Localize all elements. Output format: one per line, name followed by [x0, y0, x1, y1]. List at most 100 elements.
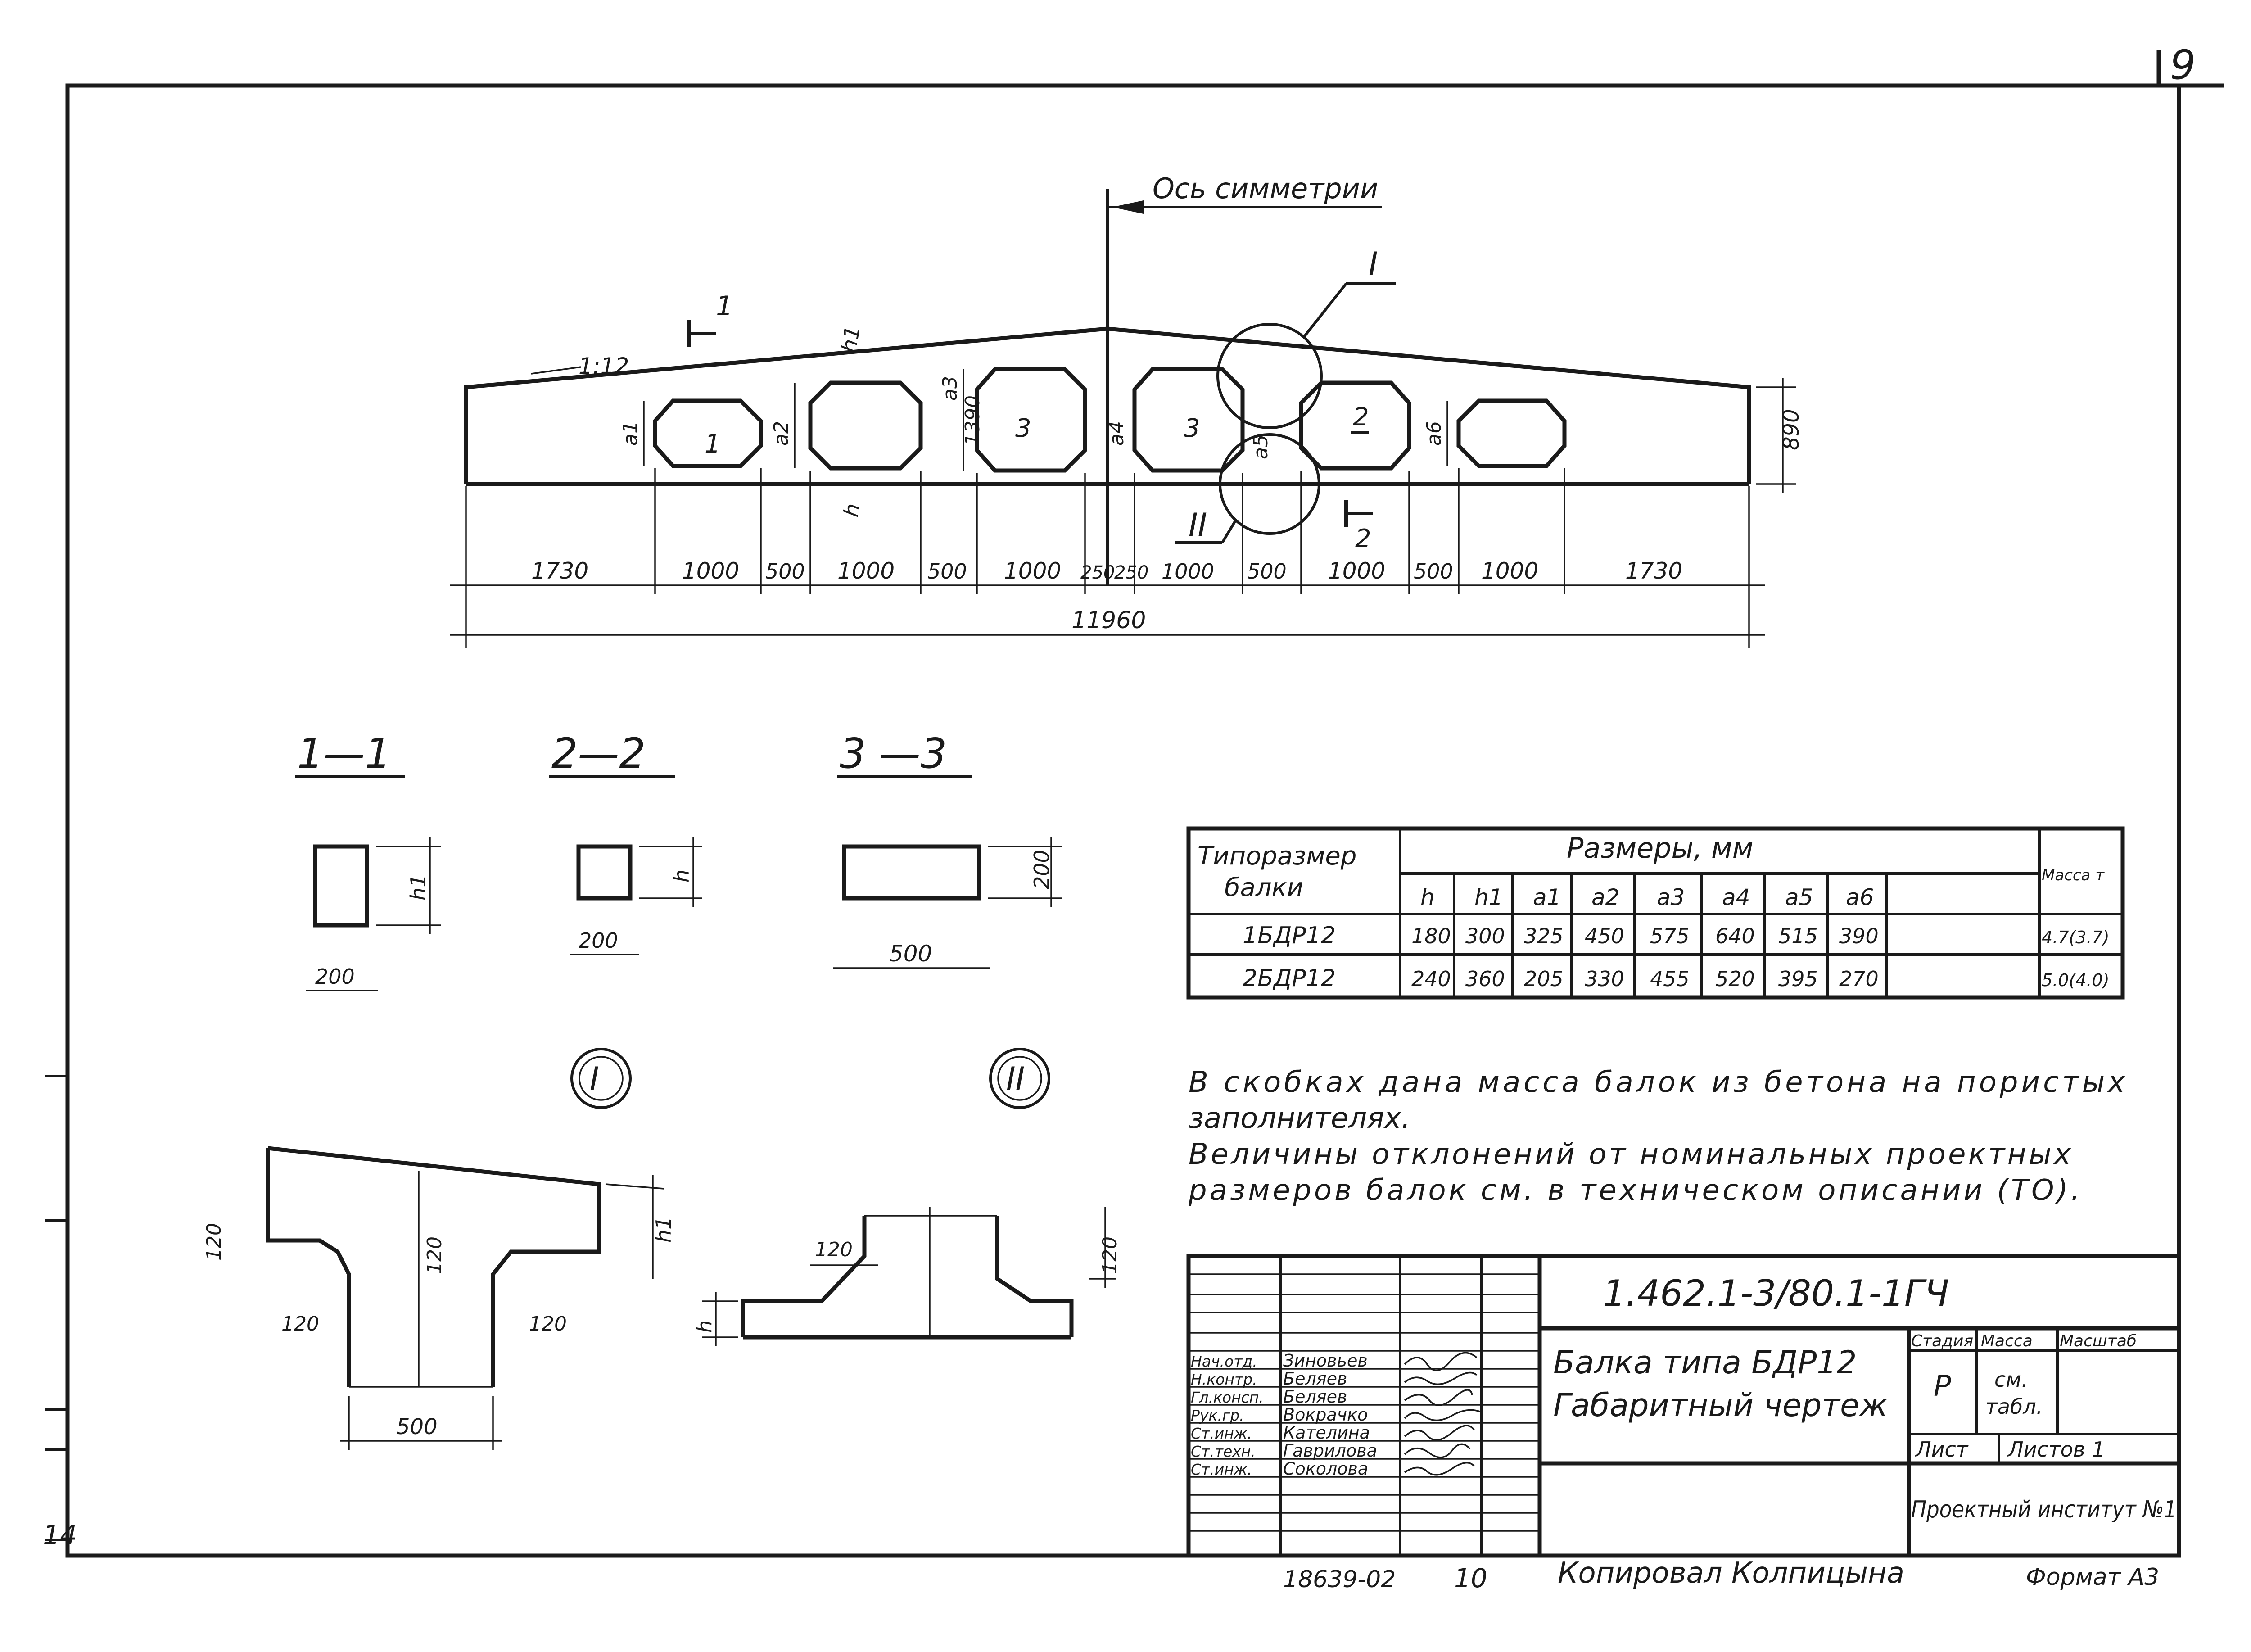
- dim-500-d: 500: [1414, 559, 1453, 584]
- detail-I: [266, 1048, 664, 1450]
- detail-I-dim-4: 120: [529, 1313, 567, 1335]
- sheet-frame: [45, 50, 2224, 1558]
- dim-1000-b: 1000: [837, 558, 895, 584]
- table-col-h1: h1: [1474, 884, 1503, 910]
- person-2-role: Н.контр.: [1191, 1371, 1257, 1388]
- footer-number: 10: [1454, 1563, 1487, 1593]
- note-line-2: заполнителях.: [1189, 1102, 1410, 1135]
- table-col-a2: a2: [1591, 884, 1619, 910]
- table-col-a6: a6: [1846, 884, 1874, 910]
- detail-I-label: I: [590, 1060, 599, 1097]
- table-col-a1: a1: [1533, 884, 1561, 910]
- table-col-h: h: [1420, 884, 1435, 910]
- table-row-1-a4: 640: [1715, 924, 1755, 948]
- dim-a2: a2: [770, 421, 793, 446]
- organization: Проектный институт №1: [1911, 1496, 2177, 1523]
- notes: В скобках дана масса балок из бетона на …: [1188, 1066, 2125, 1207]
- dim-1000-d: 1000: [1162, 559, 1214, 584]
- dim-1000-c: 1000: [1004, 558, 1061, 584]
- table-row-1-name: 1БДР12: [1243, 922, 1336, 949]
- table-row-2-a3: 455: [1650, 967, 1690, 991]
- drawing-name-line-2: Габаритный чертеж: [1553, 1387, 1888, 1424]
- dim-500-b: 500: [927, 559, 967, 584]
- mass-value-1: см.: [1994, 1367, 2028, 1392]
- table-row-1-a1: 325: [1524, 924, 1564, 948]
- table-type-header-2: балки: [1225, 873, 1303, 902]
- person-1-name: Зиновьев: [1283, 1351, 1368, 1371]
- table-row-1-h1: 300: [1465, 924, 1505, 948]
- section-3-3-title: 3 —3: [840, 729, 947, 778]
- sheets-label: Листов 1: [2007, 1437, 2105, 1462]
- hole-2: [808, 380, 923, 471]
- detail-II-dim-2: 120: [1098, 1236, 1121, 1274]
- detail-II: [702, 1048, 1116, 1346]
- stage-label: Стадия: [1911, 1332, 1973, 1350]
- dim-1000-e: 1000: [1328, 558, 1385, 584]
- table-row-2-a6: 270: [1839, 967, 1879, 991]
- section-mark-2-top: 2: [1353, 403, 1369, 432]
- detail-I-circle: [1216, 323, 1323, 429]
- footer-format: Формат А3: [2026, 1564, 2159, 1591]
- detail-II-label: II: [1006, 1060, 1025, 1097]
- stage-value: Р: [1934, 1370, 1951, 1403]
- table-row-2-mass: 5.0(4.0): [2042, 970, 2110, 990]
- detail-I-dim-2: 120: [423, 1236, 446, 1274]
- detail-II-circle: [1219, 433, 1320, 535]
- section-2-2: [549, 775, 702, 955]
- signature-1: [1404, 1352, 1478, 1371]
- table-row-2-a4: 520: [1715, 967, 1755, 991]
- dim-total-length: 11960: [1071, 607, 1146, 634]
- footer-copied: Копировал Колпицына: [1558, 1557, 1904, 1590]
- detail-II-callout: II: [1189, 507, 1207, 543]
- dim-500-c: 500: [1247, 559, 1287, 584]
- section-mark-2-bottom: 2: [1355, 524, 1371, 553]
- drawing-name-line-1: Балка типа БДР12: [1553, 1344, 1857, 1381]
- scale-label: Масштаб: [2060, 1332, 2137, 1350]
- table-row-1-mass: 4.7(3.7): [2042, 928, 2110, 947]
- signature-2: [1404, 1371, 1478, 1385]
- person-4-role: Рук.гр.: [1191, 1407, 1244, 1424]
- table-row-1-h: 180: [1411, 924, 1451, 948]
- dim-1000-f: 1000: [1481, 558, 1538, 584]
- dim-a3: a3: [939, 376, 962, 401]
- section-1-1: [295, 775, 441, 991]
- section-mark-1-inner: 1: [705, 430, 721, 459]
- footer-inventory: 18639-02: [1283, 1566, 1396, 1593]
- section-mark-3-left: 3: [1015, 414, 1031, 443]
- footer: 18639-02 10 Копировал Колпицына Формат А…: [1283, 1557, 2159, 1593]
- person-6-name: Гаврилова: [1283, 1441, 1377, 1461]
- signature-3: [1404, 1389, 1473, 1406]
- table-col-a5: a5: [1785, 884, 1813, 910]
- person-5-role: Ст.инж.: [1191, 1425, 1252, 1442]
- detail-I-callout: I: [1369, 245, 1378, 282]
- table-mass-header: Масса т: [2042, 866, 2105, 884]
- section-1-1-height: h1: [406, 874, 430, 901]
- drawing-code: 1.462.1-3/80.1-1ГЧ: [1603, 1272, 1949, 1314]
- margin-mark: 14: [43, 1520, 77, 1551]
- note-line-4: размеров балок см. в техническом описани…: [1188, 1174, 2080, 1207]
- bottom-dimensions: 1730 1000 500 1000 500 1000 250 250 1000…: [531, 558, 1682, 634]
- person-5-name: Кателина: [1283, 1423, 1370, 1443]
- dim-1730-right: 1730: [1625, 558, 1682, 584]
- table-col-headers: h h1 a1 a2 a3 a4 a5 a6: [1420, 884, 1874, 910]
- dim-1000-a: 1000: [682, 558, 739, 584]
- mass-value-2: табл.: [1985, 1394, 2043, 1419]
- signatures: [1404, 1352, 1482, 1476]
- section-2-2-height: h: [669, 869, 694, 883]
- table-row-2-name: 2БДР12: [1243, 965, 1336, 992]
- table-row-1-a6: 390: [1839, 924, 1879, 948]
- detail-II-dim-h: h: [693, 1320, 716, 1333]
- table-row-1-a2: 450: [1585, 924, 1624, 948]
- dimensions-table: [1186, 826, 2125, 1000]
- people-rows: Нач.отд. Зиновьев Н.контр. Беляев Гл.кон…: [1191, 1351, 1377, 1479]
- section-1-1-width: 200: [315, 964, 355, 989]
- person-4-name: Вокрачко: [1283, 1405, 1368, 1425]
- table-row-2-h: 240: [1411, 967, 1451, 991]
- dim-250-b: 250: [1114, 562, 1148, 583]
- detail-I-dim-1: 120: [203, 1223, 226, 1261]
- table-col-a4: a4: [1722, 884, 1750, 910]
- mass-label: Масса: [1981, 1332, 2033, 1350]
- dim-a4: a4: [1105, 421, 1128, 446]
- signature-5: [1404, 1425, 1475, 1441]
